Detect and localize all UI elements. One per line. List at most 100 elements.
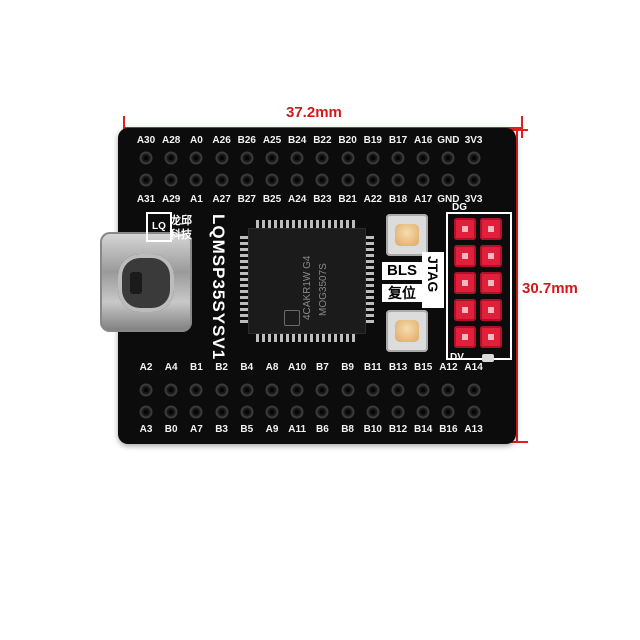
pin-hole[interactable] [443, 153, 453, 163]
pin-hole[interactable] [317, 385, 327, 395]
header-pin[interactable] [454, 326, 476, 348]
pin-hole[interactable] [292, 175, 302, 185]
pin-hole[interactable] [292, 153, 302, 163]
pin-hole[interactable] [343, 153, 353, 163]
usb-c-port [118, 254, 174, 312]
pin-label: A31 [136, 194, 156, 205]
pin-hole[interactable] [443, 407, 453, 417]
pin-label: A8 [265, 362, 279, 373]
height-dimension-label: 30.7mm [522, 280, 578, 297]
pin-hole[interactable] [191, 153, 201, 163]
pin-hole[interactable] [217, 407, 227, 417]
usb-c-connector[interactable] [100, 232, 192, 332]
pin-label: A7 [189, 424, 203, 435]
pin-hole[interactable] [267, 385, 277, 395]
height-dimension-tick-bottom [506, 441, 528, 443]
pin-hole[interactable] [267, 407, 277, 417]
pin-hole[interactable] [393, 175, 403, 185]
pin-label: B8 [341, 424, 354, 435]
pin-label: A10 [288, 362, 307, 373]
pin-hole[interactable] [469, 385, 479, 395]
pin-hole[interactable] [141, 153, 151, 163]
pin-hole[interactable] [217, 385, 227, 395]
pin-hole[interactable] [317, 175, 327, 185]
pin-hole[interactable] [418, 407, 428, 417]
pin-label: B26 [237, 135, 256, 146]
pin-label: A22 [363, 194, 382, 205]
pin-hole[interactable] [242, 153, 252, 163]
pin-label: B16 [439, 424, 458, 435]
pin-hole[interactable] [393, 153, 403, 163]
pin-hole[interactable] [443, 175, 453, 185]
pin-hole[interactable] [292, 407, 302, 417]
pin-label: B12 [388, 424, 408, 435]
pin-hole[interactable] [343, 175, 353, 185]
pin-hole[interactable] [368, 153, 378, 163]
pin-hole[interactable] [418, 385, 428, 395]
pin-label: B25 [262, 194, 282, 205]
pin-label: A2 [139, 362, 153, 373]
pin-hole[interactable] [242, 407, 252, 417]
header-pin[interactable] [480, 218, 502, 240]
pin-label: B18 [388, 194, 408, 205]
pin-label: A9 [265, 424, 279, 435]
pin-hole[interactable] [292, 385, 302, 395]
pin-label: B24 [288, 135, 307, 146]
pin-hole[interactable] [242, 385, 252, 395]
header-pin[interactable] [480, 245, 502, 267]
pin-hole[interactable] [166, 153, 176, 163]
header-pin[interactable] [454, 245, 476, 267]
pin-label: A11 [288, 424, 307, 435]
pin-hole[interactable] [368, 385, 378, 395]
reset-button[interactable] [386, 310, 428, 352]
bsl-button[interactable] [386, 214, 428, 256]
pin-label: B19 [363, 135, 382, 146]
pin-hole[interactable] [418, 175, 428, 185]
header-pin[interactable] [454, 218, 476, 240]
pin-hole[interactable] [469, 153, 479, 163]
chip-marking-line2: MOG3507S [318, 263, 329, 316]
pin-hole[interactable] [191, 385, 201, 395]
pin-hole[interactable] [393, 407, 403, 417]
pin-hole[interactable] [191, 407, 201, 417]
pin-label: A30 [136, 135, 156, 146]
jtag-label: JTAG [425, 256, 441, 293]
pin-hole[interactable] [191, 175, 201, 185]
pin-hole[interactable] [267, 175, 277, 185]
pin-hole[interactable] [166, 175, 176, 185]
pin-hole[interactable] [418, 153, 428, 163]
pin-hole[interactable] [217, 175, 227, 185]
pin-label: B2 [215, 362, 228, 373]
pin-hole[interactable] [368, 407, 378, 417]
header-pin[interactable] [454, 299, 476, 321]
pin-hole[interactable] [141, 175, 151, 185]
pin-label: A0 [189, 135, 203, 146]
pin-hole[interactable] [166, 407, 176, 417]
jtag-label-box: JTAG [422, 252, 444, 308]
pin-hole[interactable] [217, 153, 227, 163]
pin-hole[interactable] [443, 385, 453, 395]
pin-hole[interactable] [368, 175, 378, 185]
brand-logo: LQ [146, 212, 172, 242]
pin-label: A12 [439, 362, 458, 373]
header-pin[interactable] [480, 326, 502, 348]
chip-pins-left [240, 236, 248, 326]
pin-label: B1 [189, 362, 203, 373]
pin-hole[interactable] [343, 407, 353, 417]
pin-hole[interactable] [141, 385, 151, 395]
pin-hole[interactable] [141, 407, 151, 417]
pin-hole[interactable] [343, 385, 353, 395]
pin-hole[interactable] [317, 153, 327, 163]
pin-hole[interactable] [469, 407, 479, 417]
pin-hole[interactable] [242, 175, 252, 185]
header-pin[interactable] [480, 272, 502, 294]
pin-label: A24 [288, 194, 307, 205]
width-dimension-label: 37.2mm [286, 104, 342, 121]
pin-hole[interactable] [393, 385, 403, 395]
pin-hole[interactable] [166, 385, 176, 395]
header-pin[interactable] [480, 299, 502, 321]
pin-hole[interactable] [469, 175, 479, 185]
pin-hole[interactable] [267, 153, 277, 163]
pin-hole[interactable] [317, 407, 327, 417]
header-pin[interactable] [454, 272, 476, 294]
